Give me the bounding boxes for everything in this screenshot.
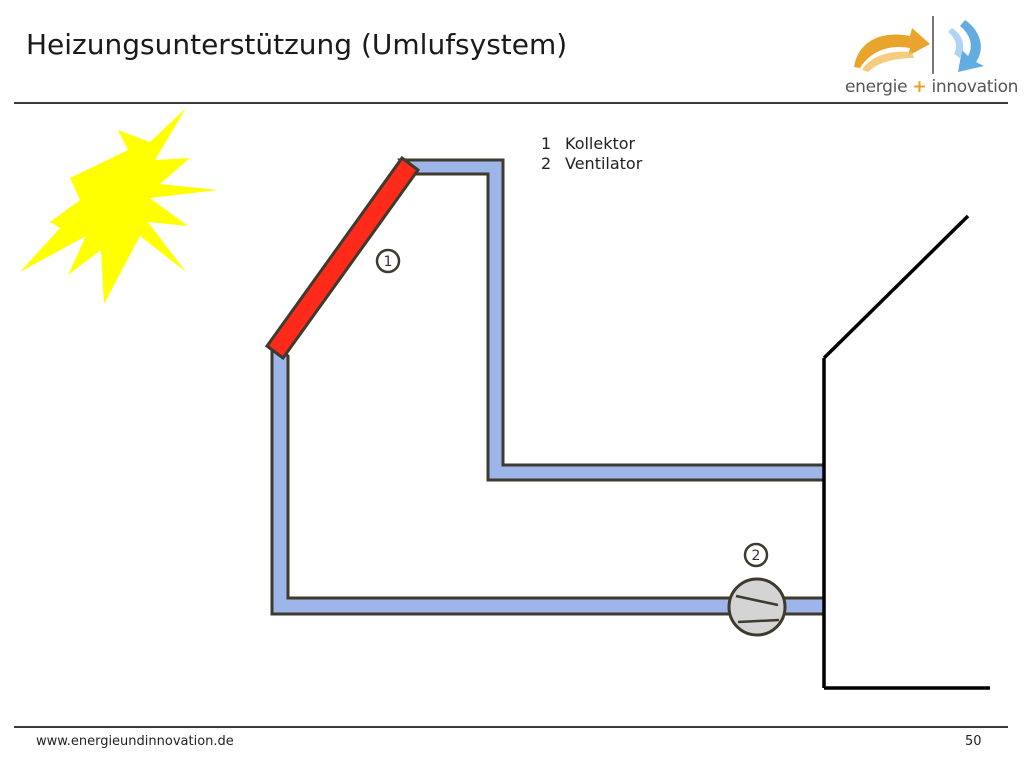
- logo-word-right: innovation: [931, 77, 1019, 97]
- supply-pipe: [397, 158, 826, 482]
- fan-icon: [727, 577, 787, 637]
- logo-wordmark: energie + innovation: [845, 77, 1018, 97]
- legend-label: Kollektor: [565, 134, 636, 153]
- legend: 1 Kollektor 2 Ventilator: [541, 134, 642, 174]
- sun-icon: [20, 108, 218, 304]
- collector-marker-label: 1: [384, 254, 393, 270]
- footer-url[interactable]: www.energieundinnovation.de: [36, 734, 234, 749]
- house-outline: [822, 214, 990, 690]
- logo-arrows-icon: [854, 16, 984, 74]
- page-number: 50: [965, 734, 982, 749]
- logo-word-left: energie: [845, 77, 908, 97]
- footer-divider: [14, 726, 1008, 728]
- collector: [264, 155, 421, 361]
- logo: [840, 12, 1010, 100]
- header-divider: [14, 102, 1008, 104]
- fan-marker: 2: [743, 542, 769, 568]
- legend-item: 1 Kollektor: [541, 134, 642, 154]
- legend-label: Ventilator: [565, 154, 643, 173]
- fan-marker-label: 2: [752, 548, 761, 564]
- legend-item: 2 Ventilator: [541, 154, 642, 174]
- legend-number: 2: [541, 154, 552, 173]
- legend-number: 1: [541, 134, 552, 153]
- logo-plus: +: [912, 77, 927, 97]
- page-title: Heizungsunterstützung (Umlufsystem): [26, 28, 568, 61]
- collector-marker: 1: [375, 248, 401, 274]
